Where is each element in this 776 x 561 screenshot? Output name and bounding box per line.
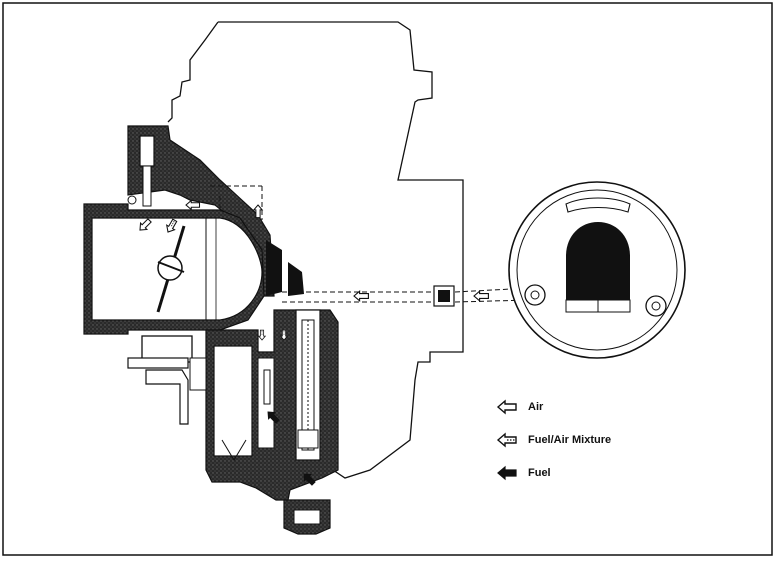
black-passage-1: [266, 240, 282, 296]
legend-air-label: Air: [528, 401, 544, 413]
throttle-lever: [145, 369, 189, 425]
legend-fuel-label: Fuel: [528, 467, 551, 479]
black-passage-2: [288, 262, 304, 296]
legend-fuel-air-mixture-label: Fuel/Air Mixture: [528, 434, 612, 446]
engine-outline: [167, 21, 464, 479]
flange-bore: [566, 222, 630, 300]
solid-arrow-left-icon: [497, 466, 517, 480]
mounting-flange-view: [508, 181, 686, 359]
top-cap-screw: [139, 135, 155, 167]
outline-arrow-left-icon: [497, 400, 517, 414]
throttle-shaft: [157, 255, 183, 281]
float-chamber: [213, 345, 253, 457]
dotted-arrow-left-icon: [497, 433, 517, 447]
